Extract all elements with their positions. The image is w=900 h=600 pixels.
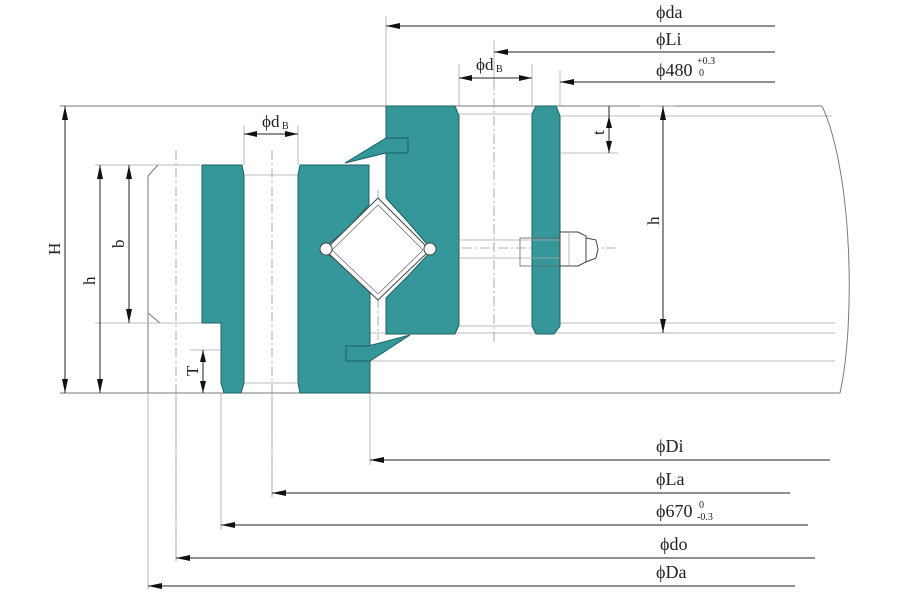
label-h-right: h	[644, 216, 663, 225]
roller-raceway	[319, 197, 437, 301]
dimension-leaders-top	[244, 23, 775, 137]
dimension-leaders-bottom	[148, 457, 830, 589]
svg-text:ϕDi: ϕDi	[656, 436, 683, 456]
svg-text:+0.3: +0.3	[697, 56, 715, 67]
label-T: T	[183, 365, 202, 376]
label-phi-dB-left: ϕd B	[262, 112, 289, 132]
label-phi-480: ϕ480 +0.3 0	[656, 56, 715, 80]
bore-lines	[244, 113, 532, 384]
label-phi-dB-top: ϕd B	[476, 55, 503, 75]
outer-ring-section	[201, 164, 371, 394]
label-phi-do: ϕdo	[660, 534, 687, 554]
extension-lines	[147, 16, 675, 590]
svg-text:B: B	[496, 64, 503, 75]
svg-text:ϕ670: ϕ670	[656, 501, 692, 521]
svg-text:0: 0	[699, 68, 704, 79]
label-phi-Di: ϕDi	[656, 436, 683, 456]
inner-ring-section	[385, 105, 561, 335]
svg-text:-0.3: -0.3	[697, 512, 713, 523]
svg-text:ϕdo: ϕdo	[660, 534, 687, 554]
svg-text:ϕd: ϕd	[262, 112, 280, 131]
svg-text:0: 0	[699, 500, 704, 511]
label-H: H	[45, 243, 64, 255]
label-h-left: h	[80, 276, 99, 285]
svg-text:ϕda: ϕda	[656, 2, 682, 22]
svg-text:ϕLa: ϕLa	[656, 469, 684, 489]
label-phi-Da: ϕDa	[656, 562, 686, 582]
label-b: b	[109, 240, 128, 249]
label-phi-La: ϕLa	[656, 469, 684, 489]
svg-text:ϕDa: ϕDa	[656, 562, 686, 582]
svg-text:ϕd: ϕd	[476, 55, 494, 74]
seals	[344, 137, 411, 362]
svg-text:ϕLi: ϕLi	[656, 29, 681, 49]
label-phi-670: ϕ670 0 -0.3	[656, 500, 713, 523]
bolt	[459, 231, 599, 267]
svg-text:B: B	[282, 121, 289, 132]
svg-text:ϕ480: ϕ480	[656, 60, 692, 80]
label-phi-Li: ϕLi	[656, 29, 681, 49]
vertical-dimensions	[62, 106, 666, 393]
label-phi-da: ϕda	[656, 2, 682, 22]
label-t: t	[589, 130, 608, 135]
